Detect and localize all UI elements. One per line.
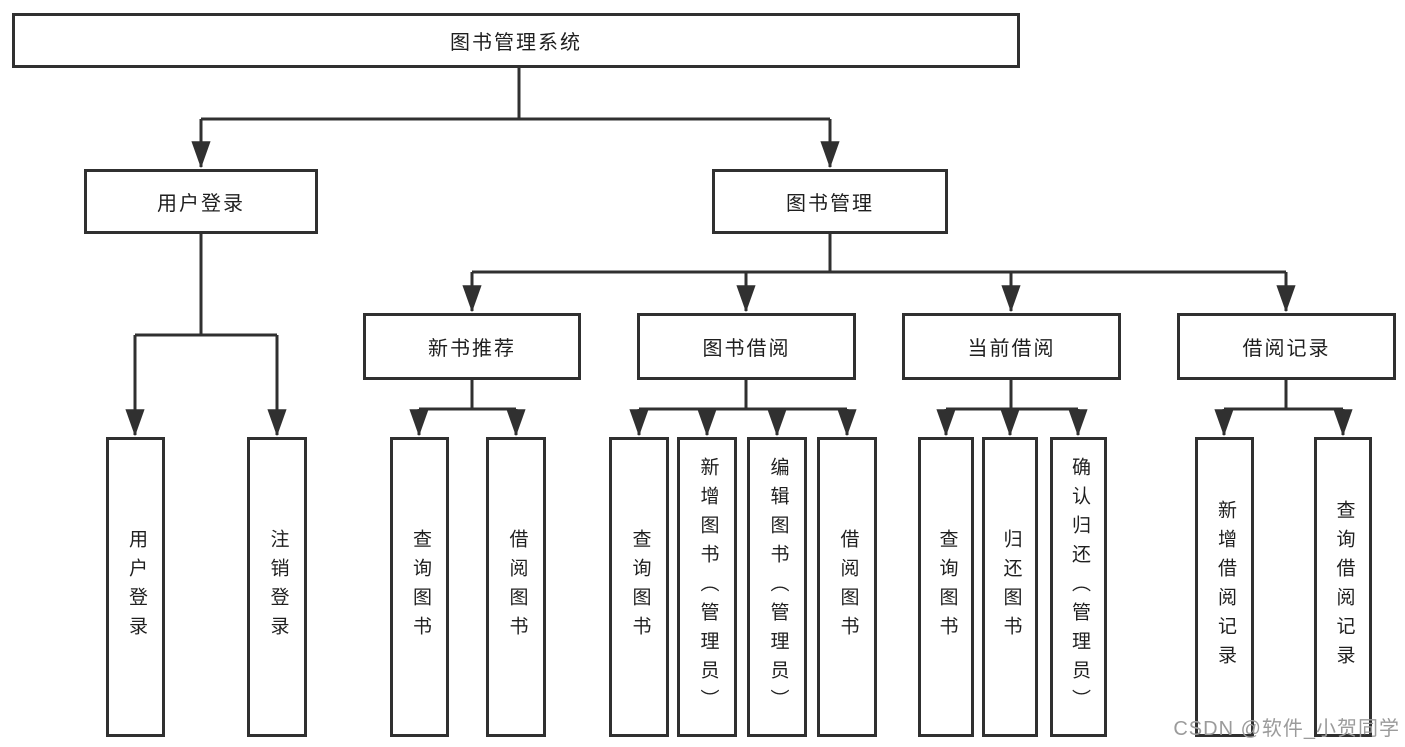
leaf-query-books-borrow: 查询图书 [609, 437, 669, 737]
node-book-management: 图书管理 [712, 169, 948, 234]
node-label: 当前借阅 [967, 338, 1056, 360]
node-borrow-records: 借阅记录 [1177, 313, 1396, 380]
leaf-label: 查询借阅记录 [1333, 500, 1355, 674]
leaf-user-login: 用户登录 [106, 437, 165, 737]
leaf-label: 编辑图书（管理员） [767, 456, 789, 718]
leaf-label: 新增图书（管理员） [697, 456, 719, 718]
leaf-add-book-admin: 新增图书（管理员） [677, 437, 737, 737]
leaf-label: 借阅图书 [506, 529, 528, 645]
leaf-label: 确认归还（管理员） [1068, 456, 1090, 718]
leaf-edit-book-admin: 编辑图书（管理员） [747, 437, 807, 737]
node-label: 新书推荐 [428, 338, 516, 360]
leaf-query-borrow-record: 查询借阅记录 [1314, 437, 1372, 737]
node-book-borrow: 图书借阅 [637, 313, 856, 380]
leaf-add-borrow-record: 新增借阅记录 [1195, 437, 1254, 737]
leaf-label: 查询图书 [936, 529, 958, 645]
leaf-label: 注销登录 [267, 529, 289, 645]
leaf-return-books: 归还图书 [982, 437, 1038, 737]
leaf-query-books-recommend: 查询图书 [390, 437, 449, 737]
leaf-logout: 注销登录 [247, 437, 307, 737]
leaf-query-books-current: 查询图书 [918, 437, 974, 737]
leaf-label: 查询图书 [409, 529, 431, 645]
leaf-label: 借阅图书 [837, 529, 859, 645]
leaf-label: 新增借阅记录 [1214, 500, 1236, 674]
node-library-management-system: 图书管理系统 [12, 13, 1020, 68]
csdn-watermark: CSDN @软件_小贺同学 [1173, 718, 1400, 740]
node-label: 图书借阅 [702, 338, 791, 360]
node-label: 借阅记录 [1242, 338, 1331, 360]
node-label: 图书管理系统 [450, 32, 582, 54]
node-current-borrow: 当前借阅 [902, 313, 1121, 380]
node-label: 图书管理 [786, 193, 874, 215]
leaf-borrow-books-recommend: 借阅图书 [486, 437, 546, 737]
node-label: 用户登录 [157, 193, 245, 215]
leaf-label: 查询图书 [629, 529, 651, 645]
leaf-label: 用户登录 [125, 529, 147, 645]
node-user-login: 用户登录 [84, 169, 318, 234]
leaf-confirm-return-admin: 确认归还（管理员） [1050, 437, 1107, 737]
node-new-book-recommend: 新书推荐 [363, 313, 581, 380]
leaf-label: 归还图书 [1000, 529, 1022, 645]
leaf-borrow-books-borrow: 借阅图书 [817, 437, 877, 737]
